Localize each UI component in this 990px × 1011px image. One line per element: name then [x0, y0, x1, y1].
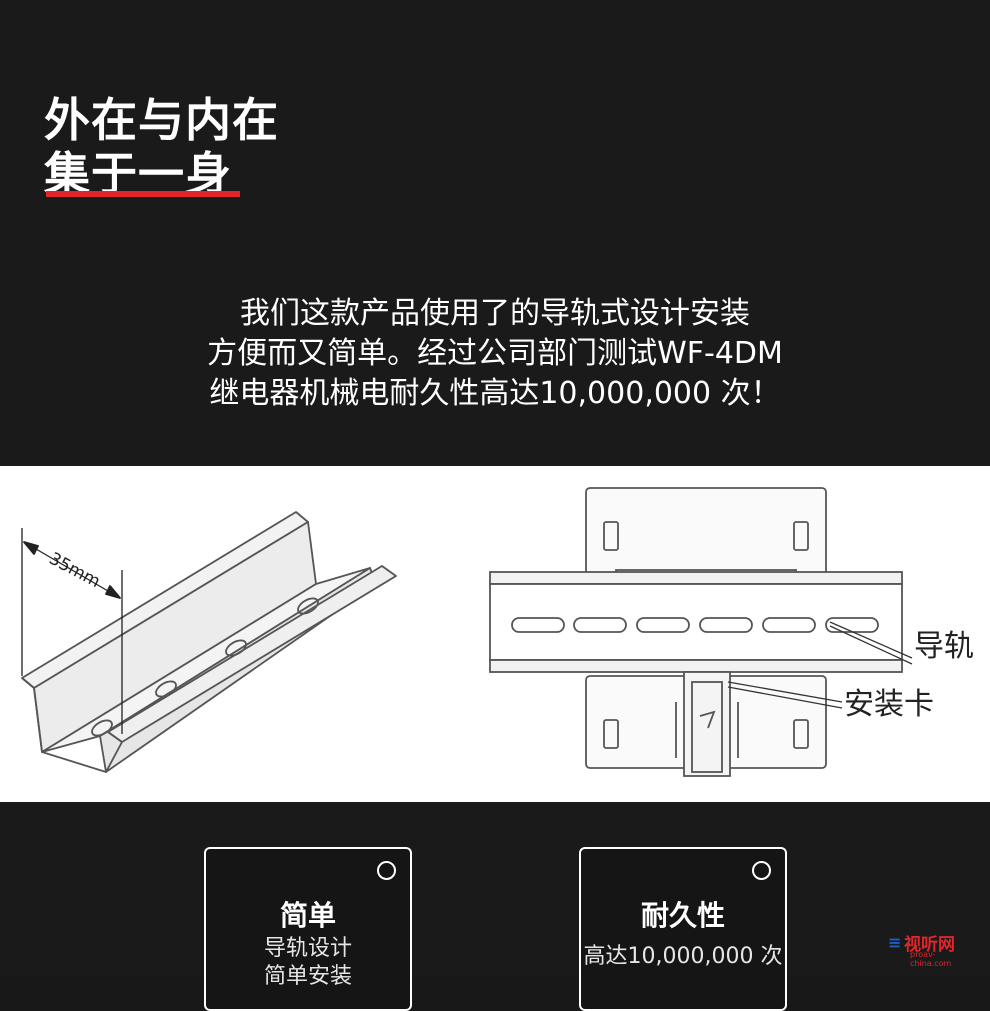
card-title: 耐久性	[640, 899, 725, 932]
headline-line1: 外在与内在	[44, 93, 279, 147]
feature-cards-section: 简单 导轨设计 简单安装 耐久性 高达10,000,000 次	[0, 802, 990, 1011]
feature-card-simple: 简单 导轨设计 简单安装	[204, 847, 412, 1011]
card-title: 简单	[279, 899, 336, 932]
card-text-line: 导轨设计	[263, 936, 352, 961]
card-hole-icon	[752, 861, 771, 880]
description-line: 继电器机械电耐久性高达10,000,000 次！	[209, 376, 781, 411]
rail-perspective-drawing	[21, 511, 397, 773]
watermark-text: 视听网	[904, 935, 955, 955]
card-hole-icon	[377, 861, 396, 880]
din-rail-diagram: 35mm	[0, 466, 990, 802]
rail-label: 导轨	[914, 629, 974, 664]
dimension-label: 35mm	[46, 549, 104, 592]
diagram-svg: 35mm	[21, 487, 974, 777]
hero-section: 外在与内在 集于一身 我们这款产品使用了的导轨式设计安装 方便而又简单。经过公司…	[0, 0, 990, 466]
watermark-logo: ≡ 视听网 proav-china.com	[888, 930, 970, 968]
card-text: 高达10,000,000 次	[581, 943, 785, 971]
clip-label: 安装卡	[844, 687, 934, 722]
description: 我们这款产品使用了的导轨式设计安装 方便而又简单。经过公司部门测试WF-4DM …	[0, 294, 990, 414]
card-text-line: 简单安装	[263, 964, 352, 989]
card-text: 导轨设计 简单安装	[206, 935, 410, 991]
watermark-url: proav-china.com	[910, 950, 952, 968]
headline-underline	[46, 191, 240, 197]
card-text-line: 高达10,000,000 次	[583, 944, 783, 969]
description-line: 我们这款产品使用了的导轨式设计安装	[240, 296, 750, 331]
rail-front-view-drawing	[489, 487, 913, 777]
description-line: 方便而又简单。经过公司部门测试WF-4DM	[207, 336, 783, 371]
feature-card-durability: 耐久性 高达10,000,000 次	[579, 847, 787, 1011]
cart-icon: ≡	[888, 933, 902, 952]
